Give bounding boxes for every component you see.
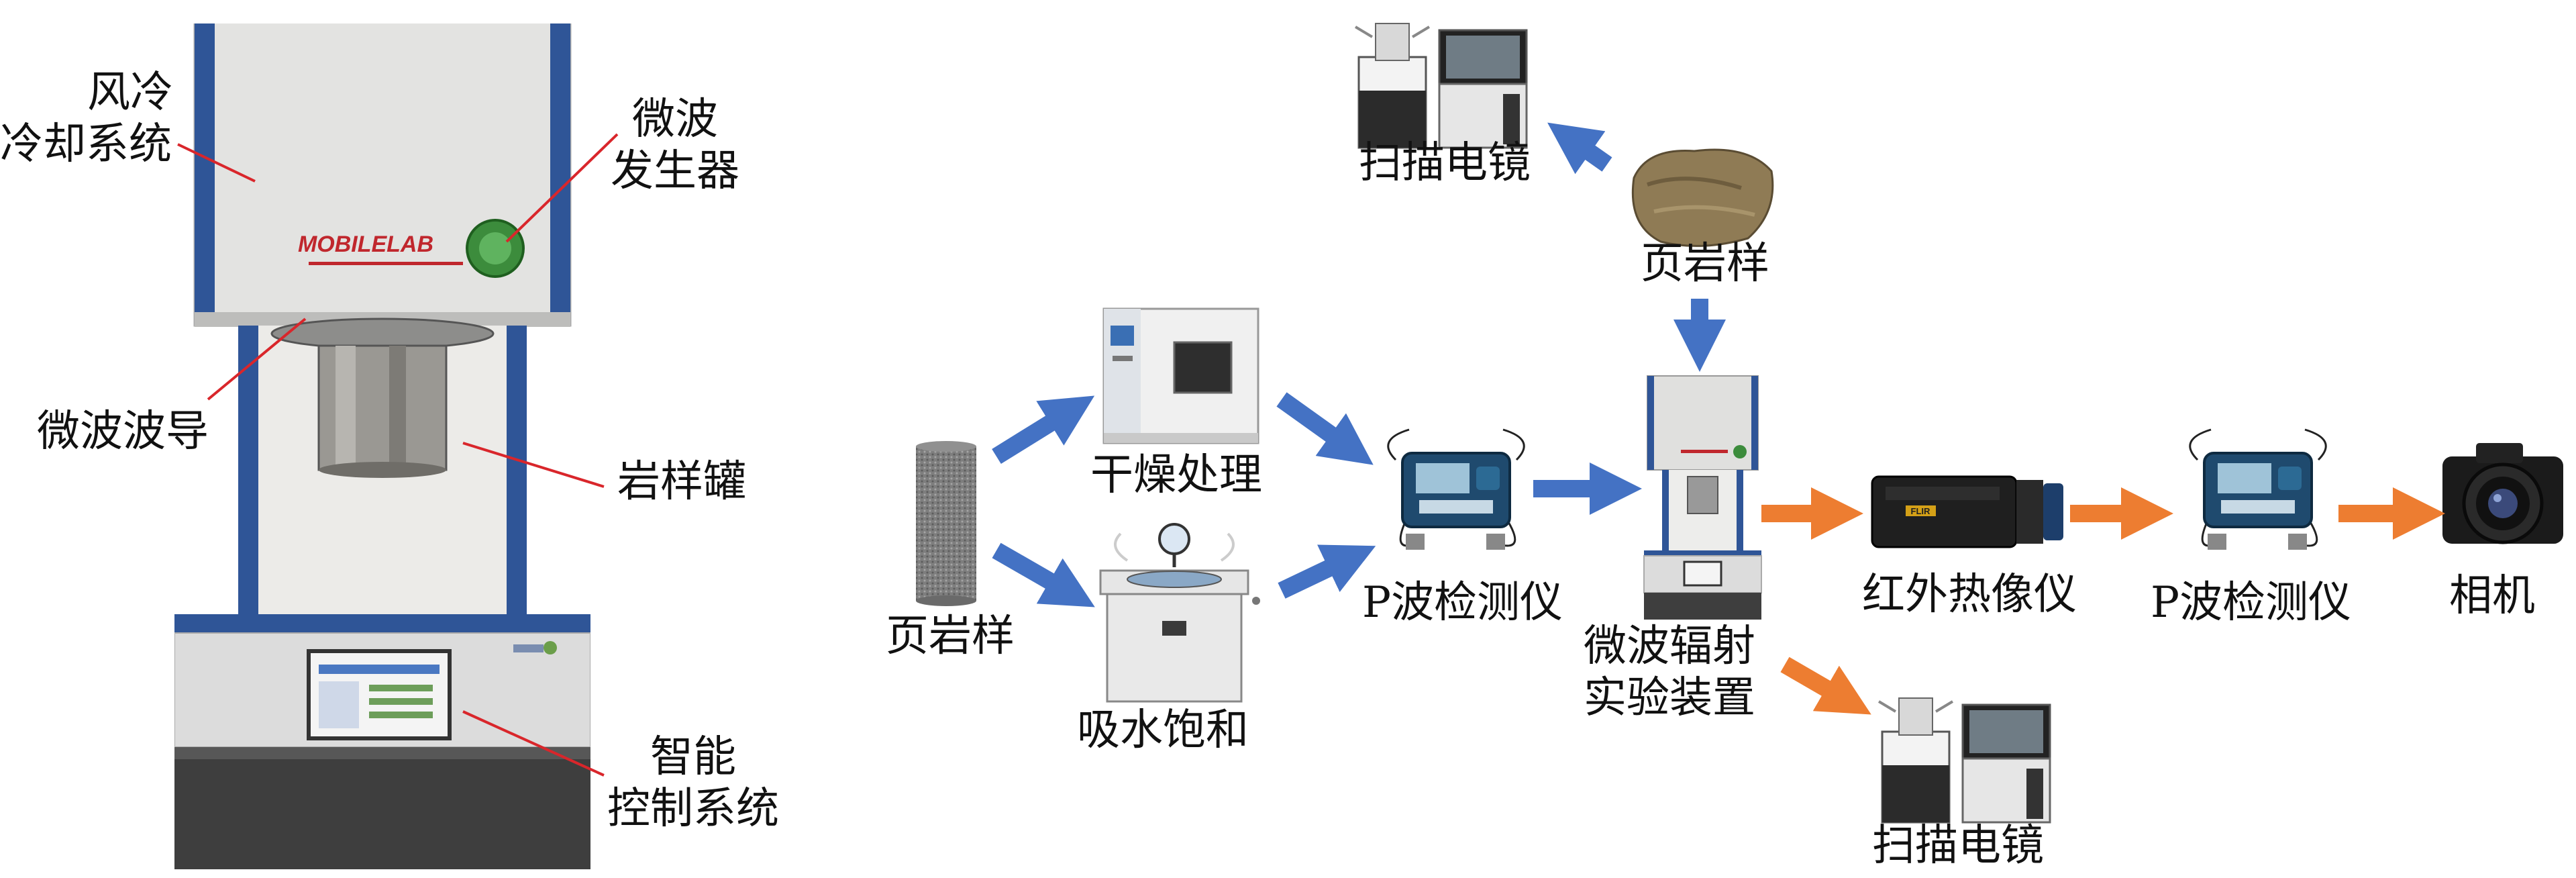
- arrow-drying-to-pwave: [1276, 392, 1374, 465]
- arrow-saturation-to-pwave: [1278, 544, 1376, 599]
- callout-waveguide: 微波波导: [37, 407, 209, 456]
- label-sem-bottom: 扫描电镜: [1872, 821, 2044, 871]
- callout-sample-tank: 岩样罐: [617, 457, 746, 507]
- apparatus-photo: MOBILELAB: [174, 22, 591, 869]
- device-logo: MOBILELAB: [298, 232, 433, 257]
- label-p-wave-tester-2: P波检测仪: [2151, 578, 2352, 628]
- dslr-camera: [2436, 433, 2570, 554]
- label-water-saturation: 吸水饱和: [1077, 705, 1249, 755]
- callout-fan-cooling: 风冷 冷却系统: [0, 68, 173, 169]
- arrow-rock-to-sem: [1547, 122, 1612, 175]
- infrared-camera: FLIR: [1865, 467, 2067, 554]
- ir-brand-text: FLIR: [1911, 506, 1930, 516]
- label-sem-top: 扫描电镜: [1359, 138, 1531, 188]
- p-wave-tester-2: [2171, 420, 2345, 554]
- sem-bottom: [1875, 691, 2063, 826]
- callout-microwave-generator: 微波 发生器: [611, 95, 739, 196]
- label-p-wave-tester-1: P波检测仪: [1362, 578, 1563, 628]
- arrow-microwave-to-sem: [1780, 656, 1871, 715]
- callout-control-system: 智能 控制系统: [607, 732, 779, 834]
- shale-rock: [1620, 138, 1782, 252]
- arrow-cylinder-to-saturation: [992, 542, 1095, 607]
- shale-cylinder: [913, 440, 980, 607]
- p-wave-tester-1: [1369, 420, 1543, 554]
- saturation-vessel: [1087, 520, 1261, 708]
- microwave-apparatus-small: [1641, 373, 1765, 621]
- label-shale-sample-start: 页岩样: [886, 612, 1015, 661]
- label-microwave-apparatus: 微波辐射 实验装置: [1584, 622, 1755, 723]
- label-drying: 干燥处理: [1090, 450, 1262, 500]
- arrow-cylinder-to-drying: [992, 395, 1095, 465]
- label-shale-sample-top: 页岩样: [1641, 239, 1769, 289]
- drying-oven: [1100, 305, 1261, 446]
- sem-top: [1352, 17, 1540, 151]
- label-infrared-camera: 红外热像仪: [1862, 570, 2077, 620]
- label-camera: 相机: [2449, 571, 2535, 621]
